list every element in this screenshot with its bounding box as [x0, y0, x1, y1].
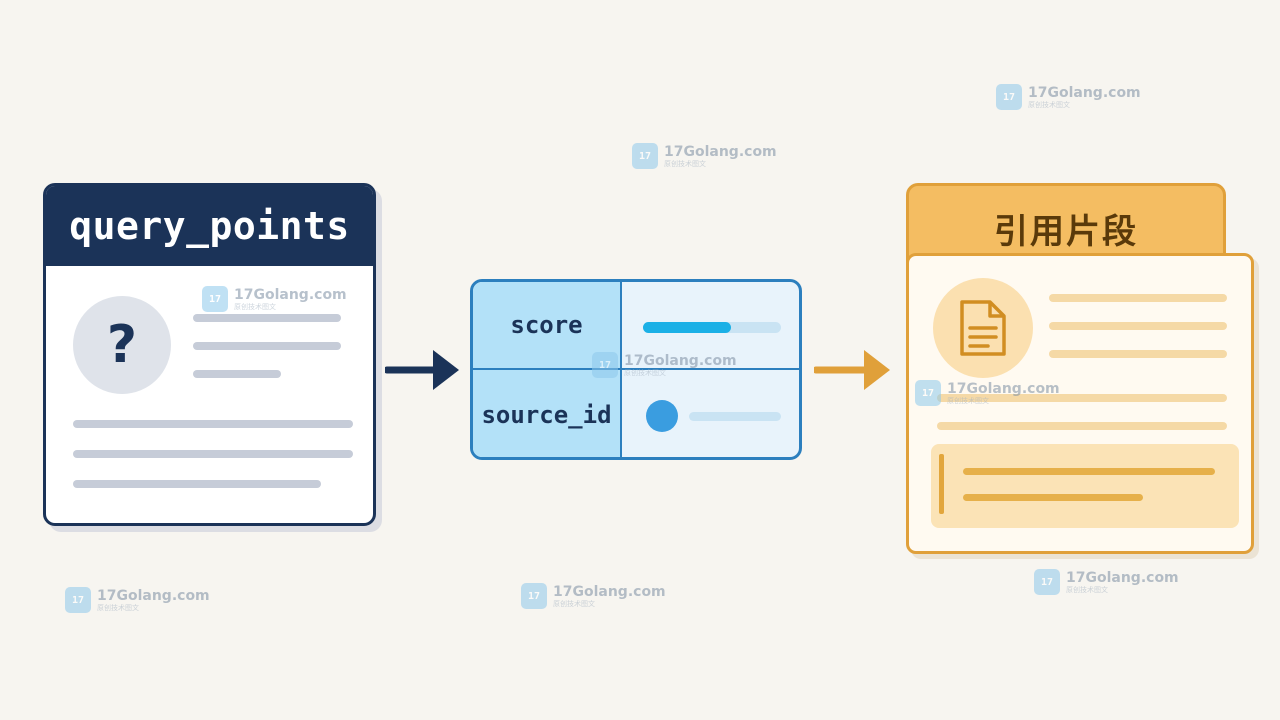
placeholder-line [193, 370, 281, 378]
source-id-placeholder-line [689, 412, 781, 421]
highlight-line [963, 468, 1215, 475]
citation-card-title: 引用片段 [994, 212, 1138, 252]
question-mark-icon: ? [73, 296, 171, 394]
watermark-logo-icon: 17 [915, 380, 941, 406]
placeholder-line [193, 314, 341, 322]
watermark-logo-icon: 17 [996, 84, 1022, 110]
score-label-cell: score [473, 282, 620, 368]
score-bar-track [643, 322, 781, 333]
query-points-card: query_points ? [43, 183, 376, 526]
placeholder-line [1049, 350, 1227, 358]
placeholder-line [73, 450, 353, 458]
query-points-title: query_points [69, 204, 350, 248]
placeholder-line [1049, 294, 1227, 302]
highlight-line [963, 494, 1143, 501]
placeholder-line [73, 420, 353, 428]
arrow-right-icon [385, 348, 461, 392]
watermark-logo-icon: 17 [202, 286, 228, 312]
watermark-logo-icon: 17 [65, 587, 91, 613]
score-label: score [510, 311, 583, 339]
table-divider-horizontal [473, 368, 799, 370]
source-id-label: source_id [481, 401, 612, 429]
highlighted-snippet [931, 444, 1239, 528]
placeholder-line [193, 342, 341, 350]
source-id-label-cell: source_id [473, 370, 620, 457]
watermark-logo-icon: 17 [592, 352, 618, 378]
score-source-table: score source_id [470, 279, 802, 460]
query-points-header: query_points [46, 186, 373, 266]
placeholder-line [937, 394, 1227, 402]
watermark-logo-icon: 17 [521, 583, 547, 609]
citation-card [906, 253, 1254, 554]
placeholder-line [73, 480, 321, 488]
dot-icon [646, 400, 678, 432]
score-bar-fill [643, 322, 732, 333]
document-icon [933, 278, 1033, 378]
watermark-logo-icon: 17 [632, 143, 658, 169]
placeholder-line [937, 422, 1227, 430]
arrow-right-icon [814, 348, 892, 392]
highlight-bar [939, 454, 944, 514]
watermark-logo-icon: 17 [1034, 569, 1060, 595]
placeholder-line [1049, 322, 1227, 330]
